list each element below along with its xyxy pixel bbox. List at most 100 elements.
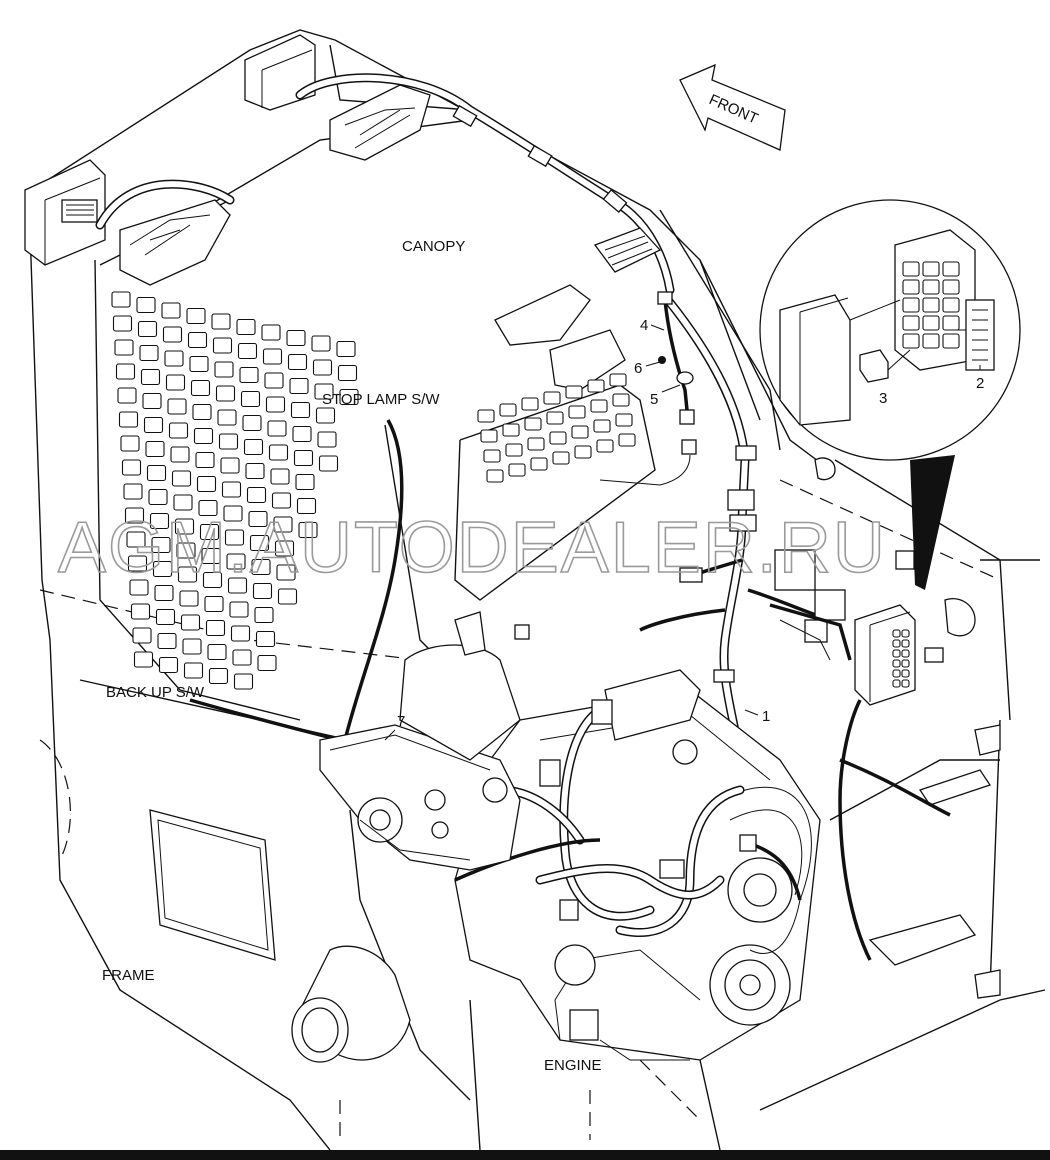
frame-details [149,457,1001,1063]
grid-cell [237,342,258,360]
callout-leaders [384,324,981,741]
grid-cell [154,584,174,602]
grid-cell [486,469,504,483]
grid-cell [249,534,270,552]
grid-cell [508,463,526,477]
grid-cell [318,455,339,472]
grid-cell [196,475,217,493]
grid-cell [149,512,170,530]
grid-cell [505,443,523,457]
fuse-cell [901,679,910,688]
grid-cell [157,632,177,650]
grid-cell [233,673,254,690]
grid-cell [190,379,211,397]
canopy-rear-grid [111,291,359,690]
grid-cell [265,396,286,413]
grid-cell [593,419,611,433]
grid-cell [127,555,148,572]
grid-cell [262,348,283,365]
callout-2: 2 [976,375,984,392]
grid-cell [208,667,229,685]
grid-cell [168,422,189,439]
grid-cell [111,291,131,308]
grid-cell [167,398,187,415]
grid-cell [524,417,542,431]
grid-cell [292,425,312,443]
grid-cell [229,601,249,618]
grid-cell [336,340,356,358]
grid-cell [257,654,277,672]
grid-cell [118,411,139,428]
relay-cell [922,333,940,349]
grid-cell [295,473,315,491]
left-rear-lamp [24,159,106,266]
dome-lamp [494,284,626,391]
grid-cell [552,451,570,465]
grid-cell [270,468,290,485]
grid-cell [212,337,233,354]
grid-cell [615,413,633,427]
grid-cell [267,420,287,437]
grid-cell [112,315,133,332]
grid-cell [609,373,627,387]
left-work-lamp [119,199,231,286]
grid-cell [236,318,256,336]
grid-cell [202,571,223,589]
fuse-cell [892,669,901,678]
grid-cell [499,403,517,417]
watermark: AGM.AUTODEALER.RU [58,508,887,588]
grid-cell [217,409,237,426]
fuse-cell [892,639,901,648]
grid-cell [126,531,146,548]
grid-cell [574,445,592,459]
detail-view-circle [759,199,1021,590]
grid-cell [274,540,295,557]
grid-cell [242,414,262,432]
grid-cell [133,651,154,668]
relay-cell [902,333,920,349]
grid-cell [289,377,309,395]
grid-cell [261,324,281,341]
fuse-cell [901,629,910,638]
grid-cell [565,385,583,399]
grid-cell [145,440,165,458]
grid-cell [151,536,171,554]
grid-cell [170,446,190,463]
fuse-cell [901,669,910,678]
overhead-harness [95,73,757,525]
canopy-window-grid [477,373,636,483]
callout-7: 7 [397,713,405,730]
grid-cell [192,403,212,421]
grid-cell [177,566,198,583]
relay-cell [902,261,920,277]
label-stop-lamp-sw: STOP LAMP S/W [322,391,440,408]
grid-cell [232,649,252,666]
grid-cell [182,638,202,655]
grid-cell [115,363,136,380]
label-canopy: CANOPY [402,238,465,255]
fuse-box [854,604,916,706]
grid-cell [273,516,293,533]
grid-cell [123,483,143,500]
stop-lamp-switch-wire [343,419,404,741]
right-work-lamp [329,84,431,161]
relay-cell [922,261,940,277]
grid-cell [264,372,284,389]
grid-cell [587,379,605,393]
grid-cell [298,521,318,539]
grid-cell [136,296,156,314]
grid-cell [317,431,337,448]
grid-cell [239,366,259,384]
grid-cell [198,499,218,517]
grid-cell [120,435,140,452]
grid-cell [124,507,145,524]
grid-cell [142,392,162,410]
grid-cell [117,387,137,404]
relay-cell [922,279,940,295]
grid-cell [296,497,317,515]
grid-cell [546,411,564,425]
grid-cell [254,606,274,624]
grid-cell [224,529,245,546]
tank-housing [399,611,530,761]
back-up-switch-wire [189,698,341,742]
